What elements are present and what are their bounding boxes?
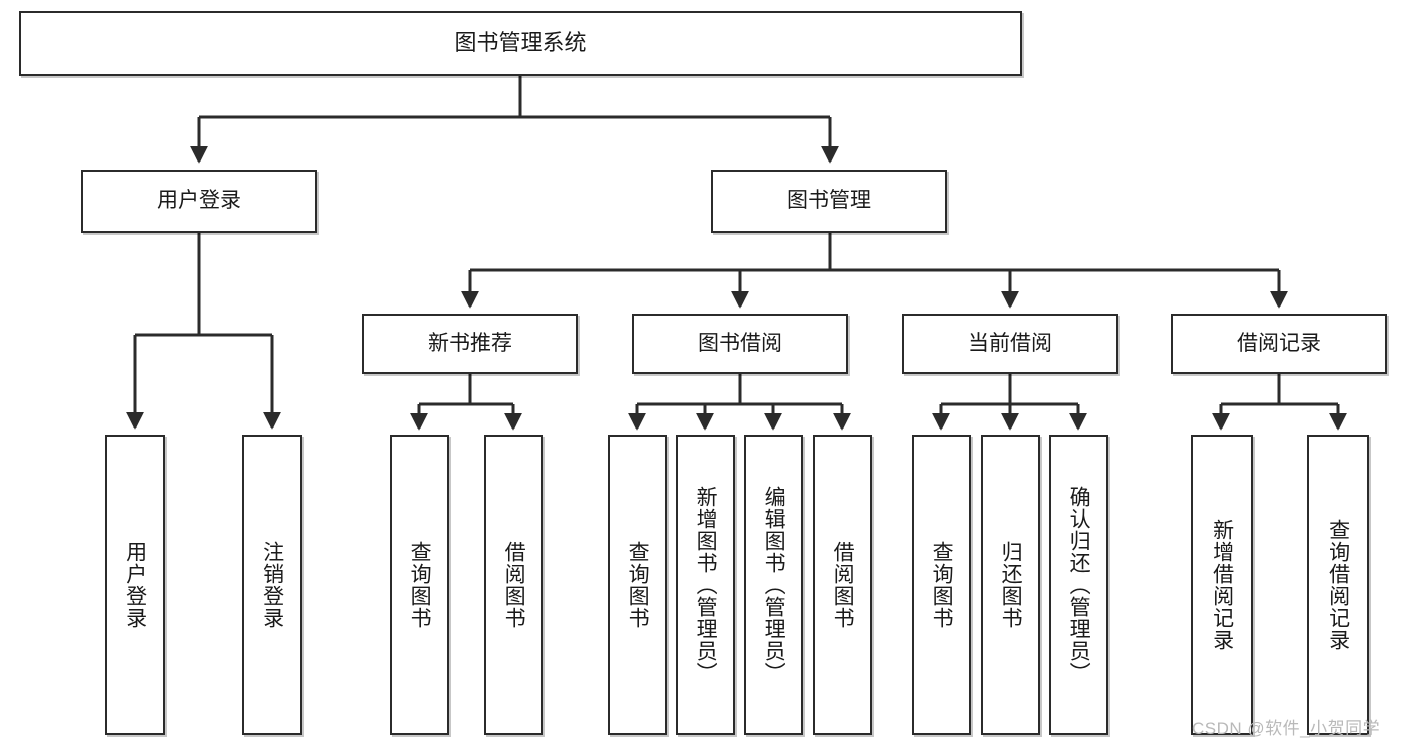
node-current-borrow[interactable]: 当前借阅 [902,314,1118,374]
node-label: 查询图书 [930,541,954,629]
node-user-login[interactable]: 用户登录 [81,170,317,233]
node-label: 归还图书 [999,541,1023,629]
node-leaf-borrow-book-2[interactable]: 借阅图书 [813,435,872,735]
node-label: 新增借阅记录 [1210,519,1234,651]
node-label: 借阅图书 [831,541,855,629]
node-new-book-recommend[interactable]: 新书推荐 [362,314,578,374]
node-leaf-query-record[interactable]: 查询借阅记录 [1307,435,1369,735]
node-leaf-borrow-book-1[interactable]: 借阅图书 [484,435,543,735]
node-leaf-edit-book[interactable]: 编辑图书（管理员） [744,435,803,735]
node-leaf-user-logout[interactable]: 注销登录 [242,435,302,735]
node-leaf-return-book[interactable]: 归还图书 [981,435,1040,735]
node-label: 注销登录 [260,541,284,629]
watermark-text: CSDN @软件_小贺同学 [1192,719,1381,738]
node-borrow-record[interactable]: 借阅记录 [1171,314,1387,374]
node-label: 查询借阅记录 [1326,519,1350,651]
node-label: 编辑图书（管理员） [762,486,786,684]
node-label: 用户登录 [157,189,241,213]
node-label: 新书推荐 [428,331,512,355]
node-label: 查询图书 [408,541,432,629]
node-leaf-add-record[interactable]: 新增借阅记录 [1191,435,1253,735]
node-label: 借阅图书 [502,541,526,629]
node-label: 图书借阅 [698,331,782,355]
node-label: 图书管理 [787,189,871,213]
node-leaf-query-book-3[interactable]: 查询图书 [912,435,971,735]
node-label: 新增图书（管理员） [694,486,718,684]
node-label: 图书管理系统 [454,30,587,56]
node-leaf-add-book[interactable]: 新增图书（管理员） [676,435,735,735]
node-leaf-query-book-2[interactable]: 查询图书 [608,435,667,735]
node-book-borrow[interactable]: 图书借阅 [632,314,848,374]
node-root-system[interactable]: 图书管理系统 [19,11,1022,76]
node-label: 当前借阅 [968,331,1052,355]
node-label: 确认归还（管理员） [1067,486,1091,684]
node-leaf-user-login[interactable]: 用户登录 [105,435,165,735]
node-label: 查询图书 [626,541,650,629]
node-leaf-confirm-return[interactable]: 确认归还（管理员） [1049,435,1108,735]
node-label: 借阅记录 [1237,331,1321,355]
node-label: 用户登录 [123,541,147,629]
node-book-manage[interactable]: 图书管理 [711,170,947,233]
node-leaf-query-book-1[interactable]: 查询图书 [390,435,449,735]
